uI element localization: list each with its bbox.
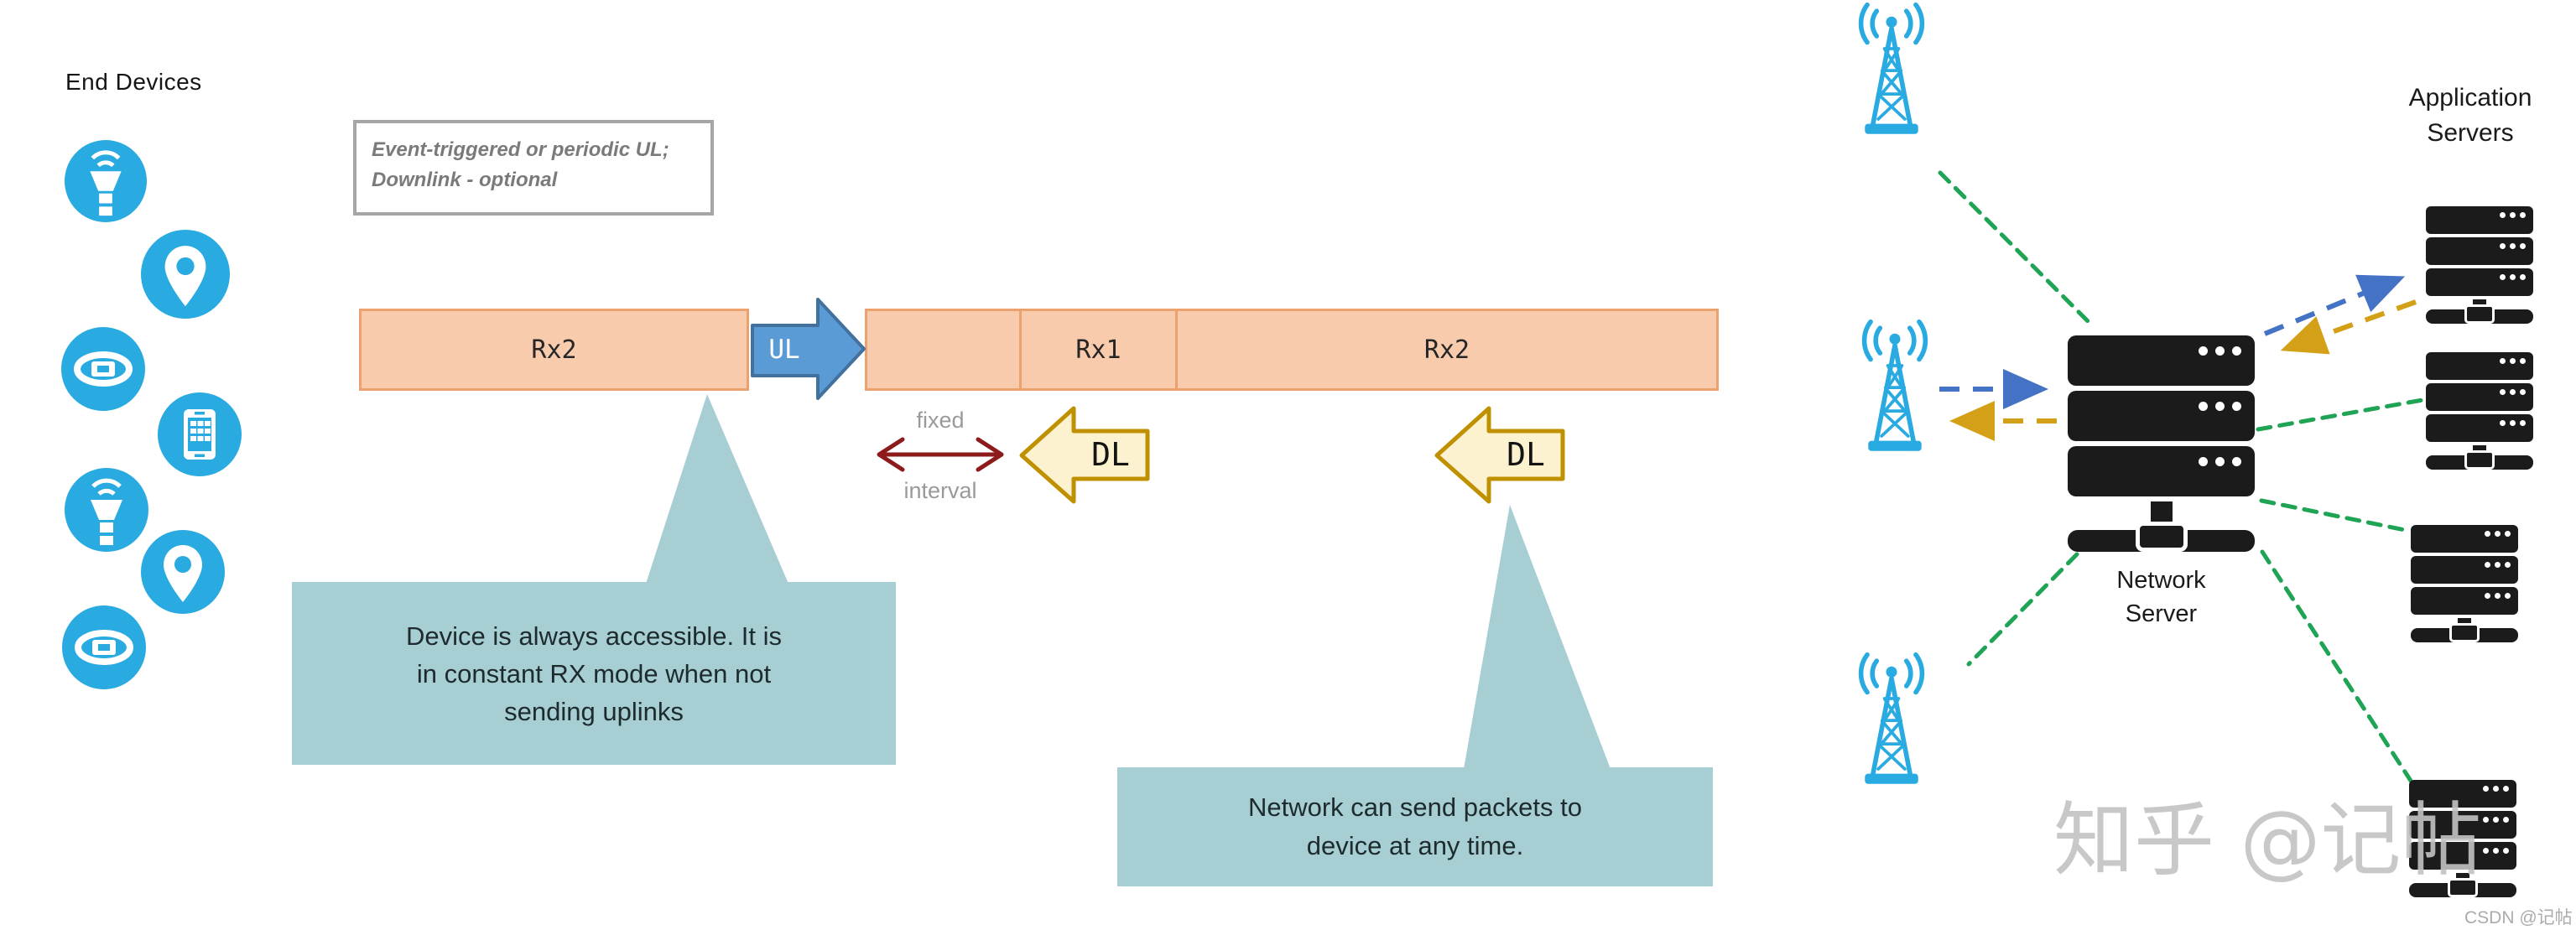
collar-band-icon: [62, 605, 146, 689]
application-server-icon: [2426, 352, 2533, 470]
location-pin-icon: [141, 230, 230, 319]
rx2-label: Rx2: [531, 335, 577, 365]
gateway-tower-icon: [1848, 2, 1935, 143]
gateway-tower-icon: [1848, 652, 1935, 792]
device-callout-pointer: [646, 394, 788, 584]
rx2-window-bar: Rx2: [359, 309, 749, 391]
rx1-label: Rx1: [1075, 335, 1121, 365]
smartphone-icon: [158, 392, 242, 476]
network-callout: Network can send packets to device at an…: [1117, 767, 1713, 886]
rx2-segment: Rx2: [1175, 311, 1716, 388]
gateway-tower-icon: [1851, 319, 1939, 460]
network-server-icon: [2068, 335, 2255, 552]
network-callout-pointer: [1464, 505, 1611, 769]
note-line-2: Downlink - optional: [372, 169, 558, 191]
post-uplink-segment: [867, 311, 1019, 388]
network-server-label: Network Server: [2116, 567, 2206, 627]
note-box: Event-triggered or periodic UL; Downlink…: [353, 120, 714, 216]
rx2-label: Rx2: [1423, 335, 1470, 365]
note-line-1: Event-triggered or periodic UL;: [372, 138, 669, 161]
interval-label: interval: [903, 478, 977, 503]
application-server-icon: [2426, 206, 2533, 324]
application-server-icon: [2411, 525, 2518, 642]
rx1-segment: Rx1: [1019, 311, 1175, 388]
watermark-zhihu: 知乎 @记帖: [2053, 793, 2482, 887]
tracker-flashlight-icon: [65, 140, 147, 222]
application-server-icon: [2409, 780, 2516, 897]
end-devices-title: End Devices: [65, 69, 202, 95]
dl-arrow-label: DL: [1507, 436, 1545, 473]
dl-arrow-label: DL: [1091, 436, 1130, 473]
fixed-interval-arrow: [877, 437, 1004, 472]
rx-windows-bar: Rx1 Rx2: [865, 309, 1719, 391]
location-pin-icon: [141, 530, 225, 614]
application-servers-label: Application Servers: [2408, 84, 2532, 147]
collar-band-icon: [61, 327, 145, 411]
watermark-csdn: CSDN @记帖: [2464, 908, 2573, 927]
ul-arrow-label: UL: [768, 335, 800, 365]
device-callout: Device is always accessible. It is in co…: [292, 582, 896, 765]
fixed-label: fixed: [916, 408, 965, 433]
tracker-flashlight-icon: [65, 468, 148, 552]
